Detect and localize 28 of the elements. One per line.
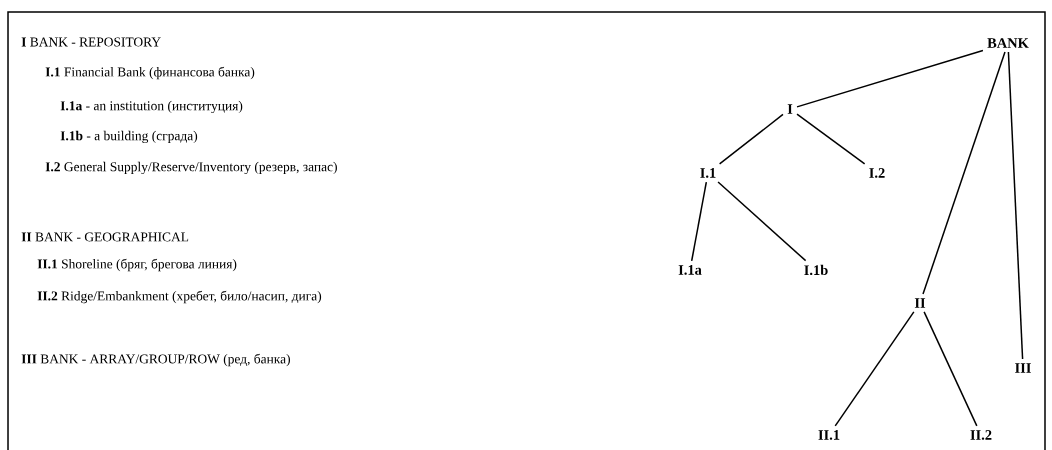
tree-node-label: II.1 — [818, 430, 840, 440]
tree-node-label: I.1b — [804, 264, 828, 276]
tree-node-label: I.1 — [700, 168, 716, 178]
tree-node-label: I.2 — [869, 168, 885, 178]
tree-line — [796, 113, 866, 165]
tree-line — [718, 113, 784, 165]
outline-entry: II.2 Ridge/Embankment (хребет, било/насип, дига) — [37, 290, 322, 304]
tree-node-label: III — [1015, 363, 1031, 373]
outline-entry: II BANK - GEOGRAPHICAL — [21, 232, 189, 242]
outline-entry: I.2 General Supply/Reserve/Inventory (резерв, запас) — [45, 161, 337, 175]
tree-line — [717, 181, 807, 262]
outline-entry: I.1b - a building (сграда) — [60, 130, 198, 144]
tree-line — [923, 311, 978, 427]
tree-line — [834, 311, 915, 427]
tree-node-label: BANK — [987, 38, 1029, 48]
tree-line — [922, 51, 1006, 295]
outline-entry: I BANK - REPOSITORY — [21, 37, 161, 47]
outline-entry: I.1 Financial Bank (финансова банка) — [45, 66, 255, 80]
outline-entry: I.1a - an institution (институция) — [60, 100, 243, 114]
tree-node-label: II — [914, 298, 926, 308]
tree-node-label: II.2 — [970, 430, 992, 440]
tree-node-label: I.1a — [678, 265, 702, 275]
tree-node-label: I — [787, 104, 793, 114]
outline-entry: III BANK - ARRAY/GROUP/ROW (ред, банка) — [21, 353, 290, 367]
tree-line — [796, 49, 984, 108]
outline-entry: II.1 Shoreline (бряг, брегова линия) — [37, 258, 237, 272]
tree-line — [690, 181, 708, 262]
tree-line — [1007, 51, 1024, 360]
